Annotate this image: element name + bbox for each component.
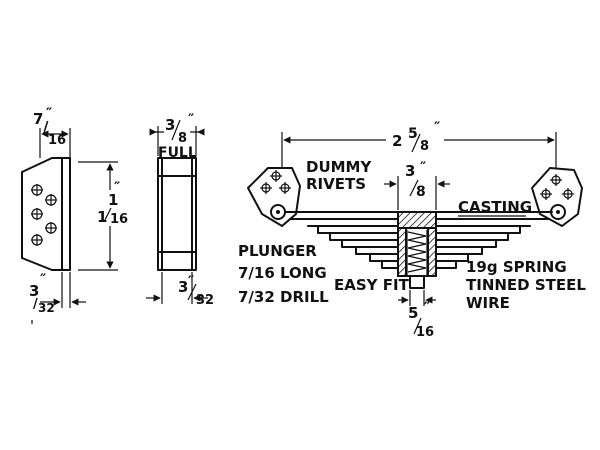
span-dim-den: 8 [420,139,429,154]
boss-dim-den: 8 [416,184,426,200]
assembly-view: 2 5 8 ″ [238,120,586,340]
plunger-line2: 7/16 LONG [238,264,327,282]
edge-full-label: FULL [158,145,197,161]
edge-base-num: 3 [178,278,188,296]
dummy-rivets-line1: DUMMY [306,158,372,176]
spring-coils [407,231,427,273]
span-dim-whole: 2 [392,132,402,150]
side-width-dim-slash: / [43,118,49,136]
spring-line2: TINNED STEEL [466,276,586,294]
edge-thickness-num: 3 [165,116,175,134]
side-view: 7 ″ / 16 1 ″ 1 16 3 ″ / 32 [21,106,130,315]
casting-label: CASTING [458,198,532,216]
edge-thickness-inch: ″ [188,112,194,128]
plunger-line1: PLUNGER [238,242,317,260]
side-width-dim-den: 16 [48,133,66,148]
edge-base-den: 32 [196,293,214,308]
side-height-dim-whole: 1 [97,208,107,226]
plunger-line3: 7/32 DRILL [238,288,329,306]
casting-boss [397,211,437,289]
edge-view: 3 ″ 8 FULL 3 ″ 32 [146,112,214,308]
easy-fit-label: EASY FIT [334,276,410,294]
side-view-bolt-holes [31,184,57,246]
side-width-dim-inch: ″ [46,106,52,122]
boss-dim-inch: ″ [420,160,426,176]
boss-dim-num: 3 [405,162,415,180]
plunger-tip [409,275,425,289]
side-view-body [21,157,71,271]
spring-line1: 19g SPRING [466,258,567,276]
edge-view-body [157,157,197,271]
bore-dim-inch: ″ [424,300,430,316]
bore-dim-den: 16 [416,325,434,340]
side-height-dim-num: 1 [108,191,118,209]
side-height-dim-den: 16 [110,212,128,227]
side-base-dim-slash: / [33,297,38,312]
side-base-dim-den: 32 [38,301,55,315]
side-base-dim-whole: 3 [29,282,39,300]
dummy-rivets-line2: RIVETS [306,175,366,193]
side-width-dim-whole: 7 [33,110,43,128]
left-eye-bracket [247,167,301,227]
span-dim-num: 5 [408,126,418,142]
edge-base-inch: ″ [188,274,194,290]
right-eye-bracket [531,167,583,227]
bore-dim-num: 5 [408,304,418,322]
side-height-dim-inch: ″ [114,180,120,196]
side-base-dim-inch: ″ [40,272,46,288]
spring-line3: WIRE [466,294,510,312]
span-dim-inch: ″ [434,120,440,136]
edge-thickness-den: 8 [178,131,187,146]
